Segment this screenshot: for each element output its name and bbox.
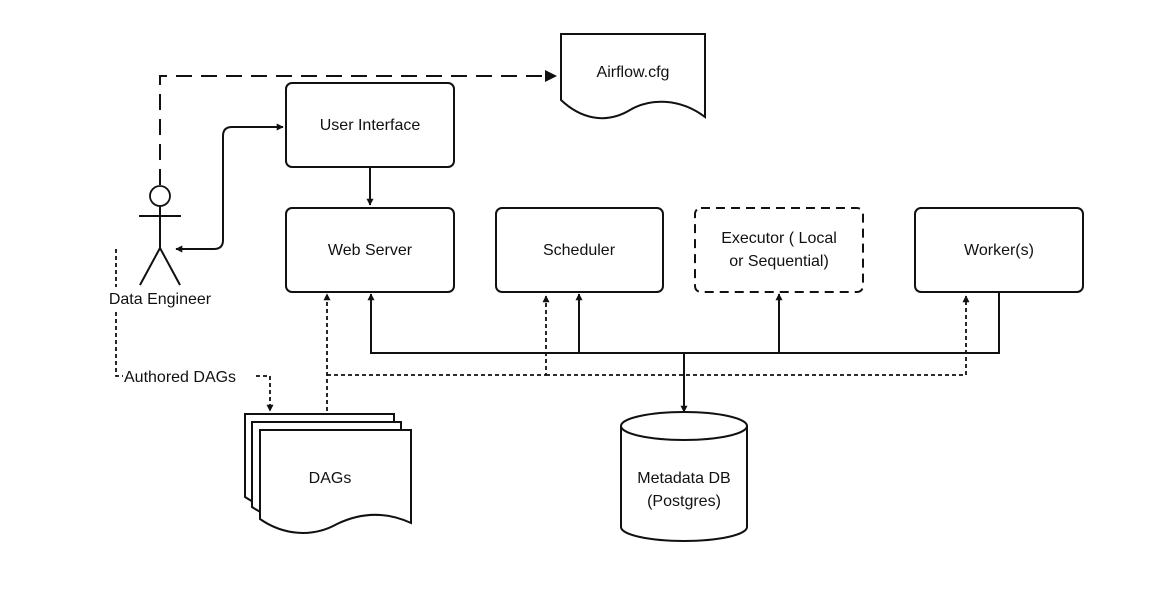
actor-to-config-connector xyxy=(159,75,552,185)
actor-head-icon xyxy=(149,185,171,207)
workers-db-connector xyxy=(684,292,1000,354)
authored-dags-connector-2 xyxy=(256,375,274,412)
scheduler-db-connector xyxy=(575,293,684,354)
dags-label: DAGs xyxy=(309,470,352,487)
executor-label-line1: Executor ( Local xyxy=(721,230,837,247)
user-interface-label: User Interface xyxy=(320,117,421,134)
web-server-label: Web Server xyxy=(328,242,413,259)
data-engineer-actor: Data Engineer xyxy=(96,185,226,309)
metadata-db-node: Metadata DB (Postgres) xyxy=(620,411,748,542)
scheduler-node: Scheduler xyxy=(495,207,664,293)
webserver-db-connector xyxy=(367,293,684,354)
authored-dags-label: Authored DAGs xyxy=(124,369,236,386)
airflow-cfg-label: Airflow.cfg xyxy=(597,64,670,81)
dags-to-workers-connector xyxy=(546,295,970,376)
dags-node: DAGs xyxy=(244,413,412,534)
authored-dags-label-group: Authored DAGs xyxy=(124,369,236,386)
web-server-node: Web Server xyxy=(285,207,455,293)
config-arrowhead xyxy=(545,70,557,82)
airflow-cfg-node: Airflow.cfg xyxy=(560,33,706,120)
actor-label: Data Engineer xyxy=(109,291,212,308)
workers-label: Worker(s) xyxy=(964,242,1034,259)
dags-to-scheduler-connector xyxy=(327,295,550,376)
scheduler-label: Scheduler xyxy=(543,242,616,259)
workers-node: Worker(s) xyxy=(914,207,1084,293)
metadata-db-label-line1: Metadata DB xyxy=(637,470,730,487)
executor-node: Executor ( Local or Sequential) xyxy=(694,207,864,293)
actor-label-bg xyxy=(96,287,226,309)
executor-label-line2: or Sequential) xyxy=(729,253,829,270)
ui-actor-connector xyxy=(175,123,284,253)
user-interface-node: User Interface xyxy=(285,82,455,168)
metadata-db-label-line2: (Postgres) xyxy=(647,493,721,510)
authored-dags-connector xyxy=(115,249,123,377)
executor-db-connector xyxy=(684,293,783,354)
actor-body-icon xyxy=(139,206,181,286)
